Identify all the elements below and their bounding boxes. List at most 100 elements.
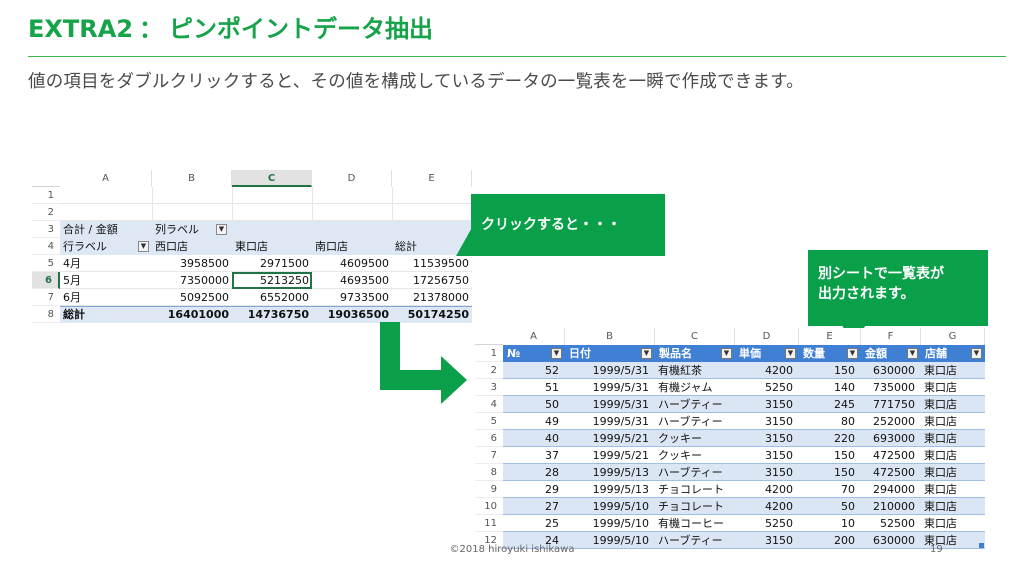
detail-row-header-4[interactable]: 4 — [475, 396, 503, 413]
detail-header-filter-button-5[interactable]: ▼ — [907, 348, 918, 359]
pivot-col-header-d[interactable]: D — [312, 170, 392, 187]
pivot-value-cell: 11539500 — [413, 257, 469, 270]
detail-row-header-7[interactable]: 7 — [475, 447, 503, 464]
detail-cell: 29 — [545, 483, 559, 496]
detail-cell: 1999/5/21 — [592, 449, 649, 462]
pivot-value-cell: 9733500 — [340, 291, 389, 304]
slide-title: EXTRA2：ピンポイントデータ抽出 — [28, 12, 433, 46]
row-labels-filter-button[interactable]: ▼ — [138, 241, 149, 252]
detail-header-filter-button-1[interactable]: ▼ — [641, 348, 652, 359]
detail-row-header-2[interactable]: 2 — [475, 362, 503, 379]
detail-cell: 東口店 — [924, 381, 957, 394]
detail-cell: 3150 — [765, 398, 793, 411]
detail-cell: ハーブティー — [658, 415, 723, 428]
pivot-col-header-c[interactable]: C — [232, 170, 312, 187]
pivot-value-cell: 21378000 — [413, 291, 469, 304]
selected-cell-c6[interactable] — [232, 272, 312, 289]
detail-row-band — [503, 498, 985, 515]
detail-cell: 24 — [545, 534, 559, 547]
detail-col-header-e[interactable]: E — [799, 328, 861, 345]
detail-cell: 150 — [834, 466, 855, 479]
detail-col-header-c[interactable]: C — [655, 328, 735, 345]
detail-cell: 1999/5/13 — [592, 466, 649, 479]
pivot-value-cell: 17256750 — [413, 274, 469, 287]
title-colon: ： — [139, 15, 164, 43]
pivot-row-header-7[interactable]: 7 — [32, 289, 60, 306]
detail-cell: 472500 — [873, 466, 915, 479]
detail-row-header-5[interactable]: 5 — [475, 413, 503, 430]
output-callout-line2: 出力されます。 — [818, 286, 915, 302]
detail-cell: 東口店 — [924, 364, 957, 377]
detail-cell: 4200 — [765, 483, 793, 496]
click-callout-text: クリックすると・・・ — [481, 217, 621, 233]
detail-row-header-6[interactable]: 6 — [475, 430, 503, 447]
detail-cell: 東口店 — [924, 517, 957, 530]
pivot-col-header-b[interactable]: B — [152, 170, 232, 187]
detail-row-header-11[interactable]: 11 — [475, 515, 503, 532]
detail-header-filter-button-0[interactable]: ▼ — [551, 348, 562, 359]
detail-row-line — [503, 531, 985, 532]
detail-cell: ハーブティー — [658, 398, 723, 411]
detail-row-line — [503, 463, 985, 464]
detail-cell: 3150 — [765, 415, 793, 428]
pivot-col-header-a[interactable]: A — [60, 170, 152, 187]
detail-col-header-a[interactable]: A — [503, 328, 565, 345]
pivot-month-label: 4月 — [63, 257, 81, 270]
detail-header-filter-button-3[interactable]: ▼ — [785, 348, 796, 359]
detail-row-header-1[interactable]: 1 — [475, 345, 503, 362]
detail-cell: 3150 — [765, 449, 793, 462]
pivot-store-header-d: 南口店 — [315, 240, 348, 253]
pivot-grand-total-cell: 19036500 — [327, 308, 389, 321]
detail-col-header-g[interactable]: G — [921, 328, 985, 345]
detail-cell: 3150 — [765, 534, 793, 547]
detail-cell: 150 — [834, 449, 855, 462]
detail-cell: 150 — [834, 364, 855, 377]
footer-copyright: ©2018 hiroyuki ishikawa — [449, 544, 575, 555]
detail-cell: 1999/5/10 — [592, 500, 649, 513]
detail-cell: 630000 — [873, 534, 915, 547]
pivot-row-header-6[interactable]: 6 — [32, 272, 60, 289]
pivot-header-band — [60, 221, 472, 255]
pivot-row-header-3[interactable]: 3 — [32, 221, 60, 238]
detail-cell: 27 — [545, 500, 559, 513]
table-resize-handle[interactable] — [979, 543, 984, 548]
detail-row-header-3[interactable]: 3 — [475, 379, 503, 396]
detail-cell: 52500 — [880, 517, 915, 530]
detail-col-header-f[interactable]: F — [861, 328, 921, 345]
detail-cell: 有機紅茶 — [658, 364, 702, 377]
pivot-row-header-1[interactable]: 1 — [32, 187, 60, 204]
detail-cell: 1999/5/31 — [592, 364, 649, 377]
detail-cell: チョコレート — [658, 500, 724, 513]
pivot-store-header-b: 西口店 — [155, 240, 188, 253]
detail-row-header-8[interactable]: 8 — [475, 464, 503, 481]
pivot-gridline — [60, 203, 472, 204]
detail-col-header-d[interactable]: D — [735, 328, 799, 345]
detail-cell: 4200 — [765, 364, 793, 377]
detail-cell: 630000 — [873, 364, 915, 377]
detail-row-header-9[interactable]: 9 — [475, 481, 503, 498]
detail-header-filter-button-4[interactable]: ▼ — [847, 348, 858, 359]
detail-cell: 1999/5/21 — [592, 432, 649, 445]
detail-row-header-12[interactable]: 12 — [475, 532, 503, 549]
pivot-row-header-8[interactable]: 8 — [32, 306, 60, 323]
detail-col-header-b[interactable]: B — [565, 328, 655, 345]
column-labels-filter-button[interactable]: ▼ — [216, 224, 227, 235]
pivot-row-header-2[interactable]: 2 — [32, 204, 60, 221]
pivot-grand-total-cell: 16401000 — [167, 308, 229, 321]
pivot-row-labels-label: 行ラベル — [63, 240, 107, 253]
detail-cell: 51 — [545, 381, 559, 394]
detail-header-filter-button-6[interactable]: ▼ — [971, 348, 982, 359]
detail-header-filter-button-2[interactable]: ▼ — [721, 348, 732, 359]
pivot-row-header-5[interactable]: 5 — [32, 255, 60, 272]
detail-cell: 472500 — [873, 449, 915, 462]
pivot-store-header-c: 東口店 — [235, 240, 268, 253]
detail-row-header-10[interactable]: 10 — [475, 498, 503, 515]
detail-cell: 693000 — [873, 432, 915, 445]
detail-cell: 80 — [841, 415, 855, 428]
detail-row-line — [503, 429, 985, 430]
pivot-row-header-4[interactable]: 4 — [32, 238, 60, 255]
title-main: ピンポイントデータ抽出 — [169, 15, 434, 43]
pivot-col-header-e[interactable]: E — [392, 170, 472, 187]
